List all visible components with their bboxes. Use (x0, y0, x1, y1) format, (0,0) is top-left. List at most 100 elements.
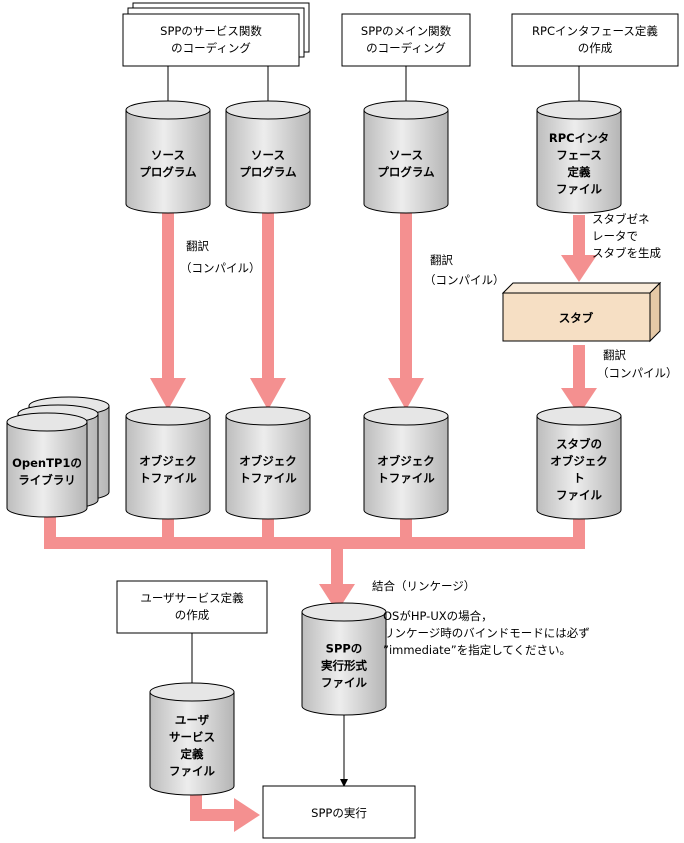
cylinder-source2-top (225, 100, 311, 120)
compile3-line1: 翻訳 (430, 253, 453, 267)
cylinder-rpc-file-label-2: フェース (556, 148, 601, 162)
cylinder-openTP1-lib-top (6, 412, 88, 432)
cylinder-user-service-file-label-3: 定義 (181, 747, 204, 761)
box-user-service-create: ユーザサービス定義 の作成 (116, 580, 268, 634)
cylinder-source3-top (363, 100, 449, 120)
arrow-compile-1 (150, 210, 186, 410)
cylinder-obj2-label-1: オブジェク (239, 454, 297, 468)
cylinder-obj3-label-2: トファイル (377, 471, 435, 485)
box-user-service-line2: の作成 (175, 608, 210, 622)
pink-arrows (44, 210, 597, 832)
cylinder-obj2-label-2: トファイル (239, 471, 297, 485)
cylinder-rpc-file-top (536, 100, 622, 120)
box-main-coding: SPPのメイン関数 のコーディング (341, 13, 471, 67)
cylinder-source1-label-2: プログラム (139, 165, 197, 179)
cylinder-obj3-body (363, 415, 449, 520)
box-service-coding: SPPのサービス関数 のコーディング (122, 2, 310, 67)
box-rpc-create: RPCインタフェース定義 の作成 (511, 13, 679, 67)
stubgen-line2: レータで (592, 229, 638, 243)
cylinder-openTP1-lib-body (6, 421, 88, 518)
box-service-coding-line2: のコーディング (171, 41, 251, 55)
cylinder-source1-label-1: ソース (151, 148, 185, 162)
arrow-stub-gen (561, 215, 597, 282)
note-line3: ”immediate”を指定してください。 (383, 643, 571, 657)
cylinder-user-service-file-label-1: ユーザ (175, 713, 210, 727)
cylinder-stub-obj-label-1: スタブの (556, 437, 602, 451)
arrow-compile-2 (250, 210, 286, 410)
cylinder-stub-obj-label-3: ト (573, 471, 585, 485)
cylinder-source3-body (363, 109, 449, 214)
cylinder-user-service-file-top (149, 682, 235, 702)
cylinder-stub-obj-label-2: オブジェク (550, 454, 608, 468)
cylinder-rpc-file-body (536, 109, 622, 214)
cylinder-user-service-file-label-4: ファイル (169, 764, 215, 778)
cylinder-obj3-top (363, 406, 449, 426)
cylinder-source2-label-2: プログラム (239, 165, 297, 179)
cylinder-openTP1-lib-label-2: ライブラリ (18, 473, 76, 487)
note-line2: リンケージ時のバインドモードには必ず (383, 626, 590, 640)
box-main-coding-line2: のコーディング (366, 41, 446, 55)
cylinder-source2-body (225, 109, 311, 214)
cylinder-source3-label-2: プログラム (377, 165, 435, 179)
cylinder-obj2-top (225, 406, 311, 426)
cylinder-rpc-file-label-1: RPCインタ (549, 131, 609, 145)
cylinders: ソースプログラムソースプログラムソースプログラムRPCインタフェース定義ファイル… (6, 100, 622, 796)
compile3-line2: （コンパイル） (424, 273, 505, 287)
cylinder-obj1-label-2: トファイル (139, 471, 197, 485)
box-rpc-create-line1: RPCインタフェース定義 (532, 24, 658, 38)
stub-label: スタブ (559, 311, 594, 325)
stub-block: スタブ (501, 281, 662, 343)
cylinder-source1-body (125, 109, 211, 214)
cylinder-stub-obj-body (536, 415, 622, 520)
compile1-line2: （コンパイル） (180, 261, 261, 275)
box-main-coding-line1: SPPのメイン関数 (361, 24, 452, 38)
labels: 翻訳 （コンパイル） 翻訳 （コンパイル） スタブゼネ レータで スタブを生成 … (180, 212, 678, 657)
stubgen-line1: スタブゼネ (592, 212, 650, 226)
compile1-line1: 翻訳 (186, 239, 209, 253)
cylinder-spp-exec-body (301, 611, 387, 716)
cylinder-stub-obj-top (536, 406, 622, 426)
cylinder-openTP1-lib-label-1: OpenTP1の (12, 456, 82, 470)
cylinder-obj1-label-1: オブジェク (139, 454, 197, 468)
note-line1: OSがHP-UXの場合， (383, 609, 493, 623)
box-user-service-line1: ユーザサービス定義 (140, 591, 244, 605)
cylinder-source1-top (125, 100, 211, 120)
arrow-stub-compile (561, 345, 597, 415)
stubgen-line3: スタブを生成 (592, 246, 661, 260)
cylinder-source2-label-1: ソース (251, 148, 285, 162)
cylinder-obj3-label-1: オブジェク (377, 454, 435, 468)
cylinder-obj1-top (125, 406, 211, 426)
box-rpc-create-line2: の作成 (578, 41, 613, 55)
cylinder-spp-exec-top (301, 602, 387, 622)
arrow-to-run (190, 790, 260, 832)
cylinder-rpc-file-label-4: ファイル (556, 182, 602, 196)
cylinder-spp-exec-label-3: ファイル (321, 676, 367, 690)
cylinder-spp-exec-label-1: SPPの (326, 642, 363, 656)
cylinder-obj1-body (125, 415, 211, 520)
cylinder-stub-obj-label-4: ファイル (556, 488, 602, 502)
arrow-compile-3 (388, 210, 424, 410)
cylinder-obj2-body (225, 415, 311, 520)
compile2-line1: 翻訳 (603, 348, 626, 362)
box-spp-run: SPPの実行 (262, 785, 416, 839)
compile2-line2: （コンパイル） (597, 366, 678, 380)
cylinder-rpc-file-label-3: 定義 (568, 165, 591, 179)
cylinder-user-service-file-body (149, 691, 235, 796)
cylinder-user-service-file-label-2: サービス (169, 730, 215, 744)
cylinder-spp-exec-label-2: 実行形式 (321, 659, 367, 673)
process-boxes: SPPのサービス関数 のコーディング SPPのメイン関数 のコーディング RPC… (116, 2, 679, 839)
box-spp-run-label: SPPの実行 (311, 806, 367, 820)
